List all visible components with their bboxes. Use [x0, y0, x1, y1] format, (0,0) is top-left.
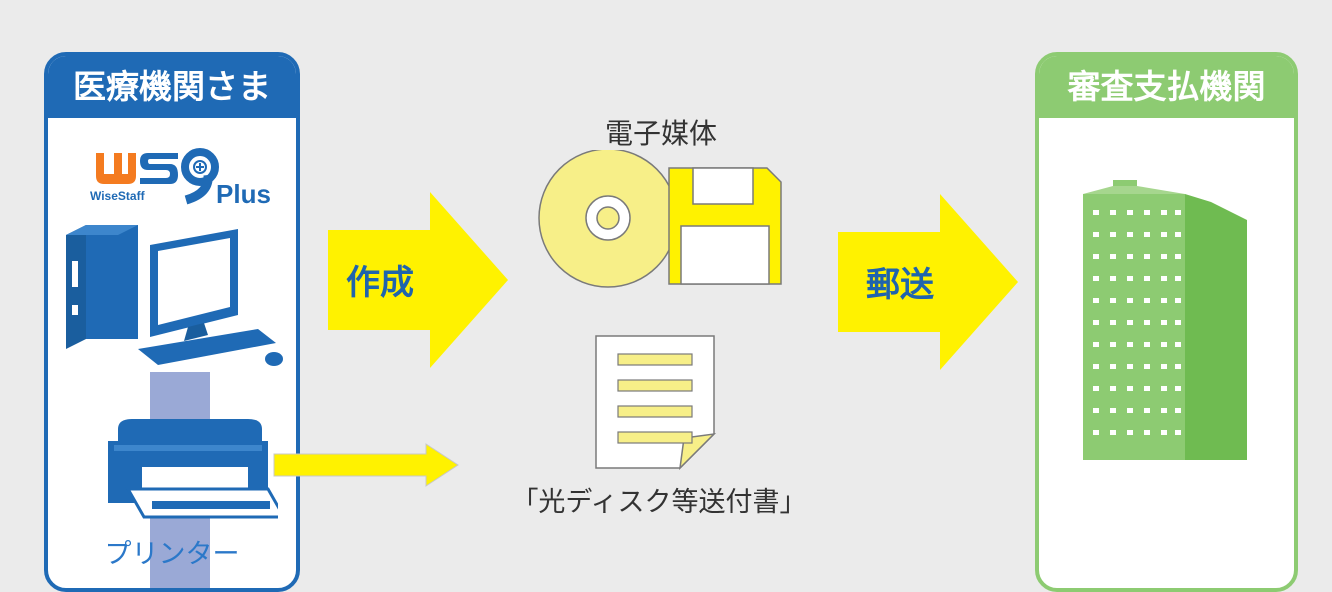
- create-arrow-label: 作成: [346, 263, 414, 303]
- printer-label: プリンター: [104, 539, 240, 570]
- floppy-disk-icon: [668, 167, 782, 285]
- create-arrow-icon: [328, 192, 508, 368]
- wisestaff-logo-icon: WiseStaff Plus: [90, 148, 271, 209]
- medical-institution-title: 医療機関さま: [48, 56, 296, 118]
- document-icon: [595, 335, 717, 470]
- electronic-media-title: 電子媒体: [605, 117, 718, 150]
- mail-arrow-label: 郵送: [866, 265, 934, 305]
- print-arrow-icon: [273, 443, 459, 487]
- mail-arrow-icon: [838, 194, 1018, 370]
- review-payment-title: 審査支払機関: [1039, 56, 1294, 118]
- medical-institution-panel: 医療機関さま WiseStaff Plus プリンター: [44, 52, 300, 592]
- cd-disc-icon: [538, 150, 678, 288]
- office-building-icon: [1083, 180, 1247, 460]
- document-title: 「光ディスク等送付書」: [511, 487, 807, 518]
- svg-text:Plus: Plus: [216, 179, 271, 209]
- computer-icon: [66, 225, 283, 366]
- printer-icon: [108, 419, 278, 519]
- svg-text:WiseStaff: WiseStaff: [90, 189, 146, 203]
- review-payment-panel: 審査支払機関: [1035, 52, 1298, 592]
